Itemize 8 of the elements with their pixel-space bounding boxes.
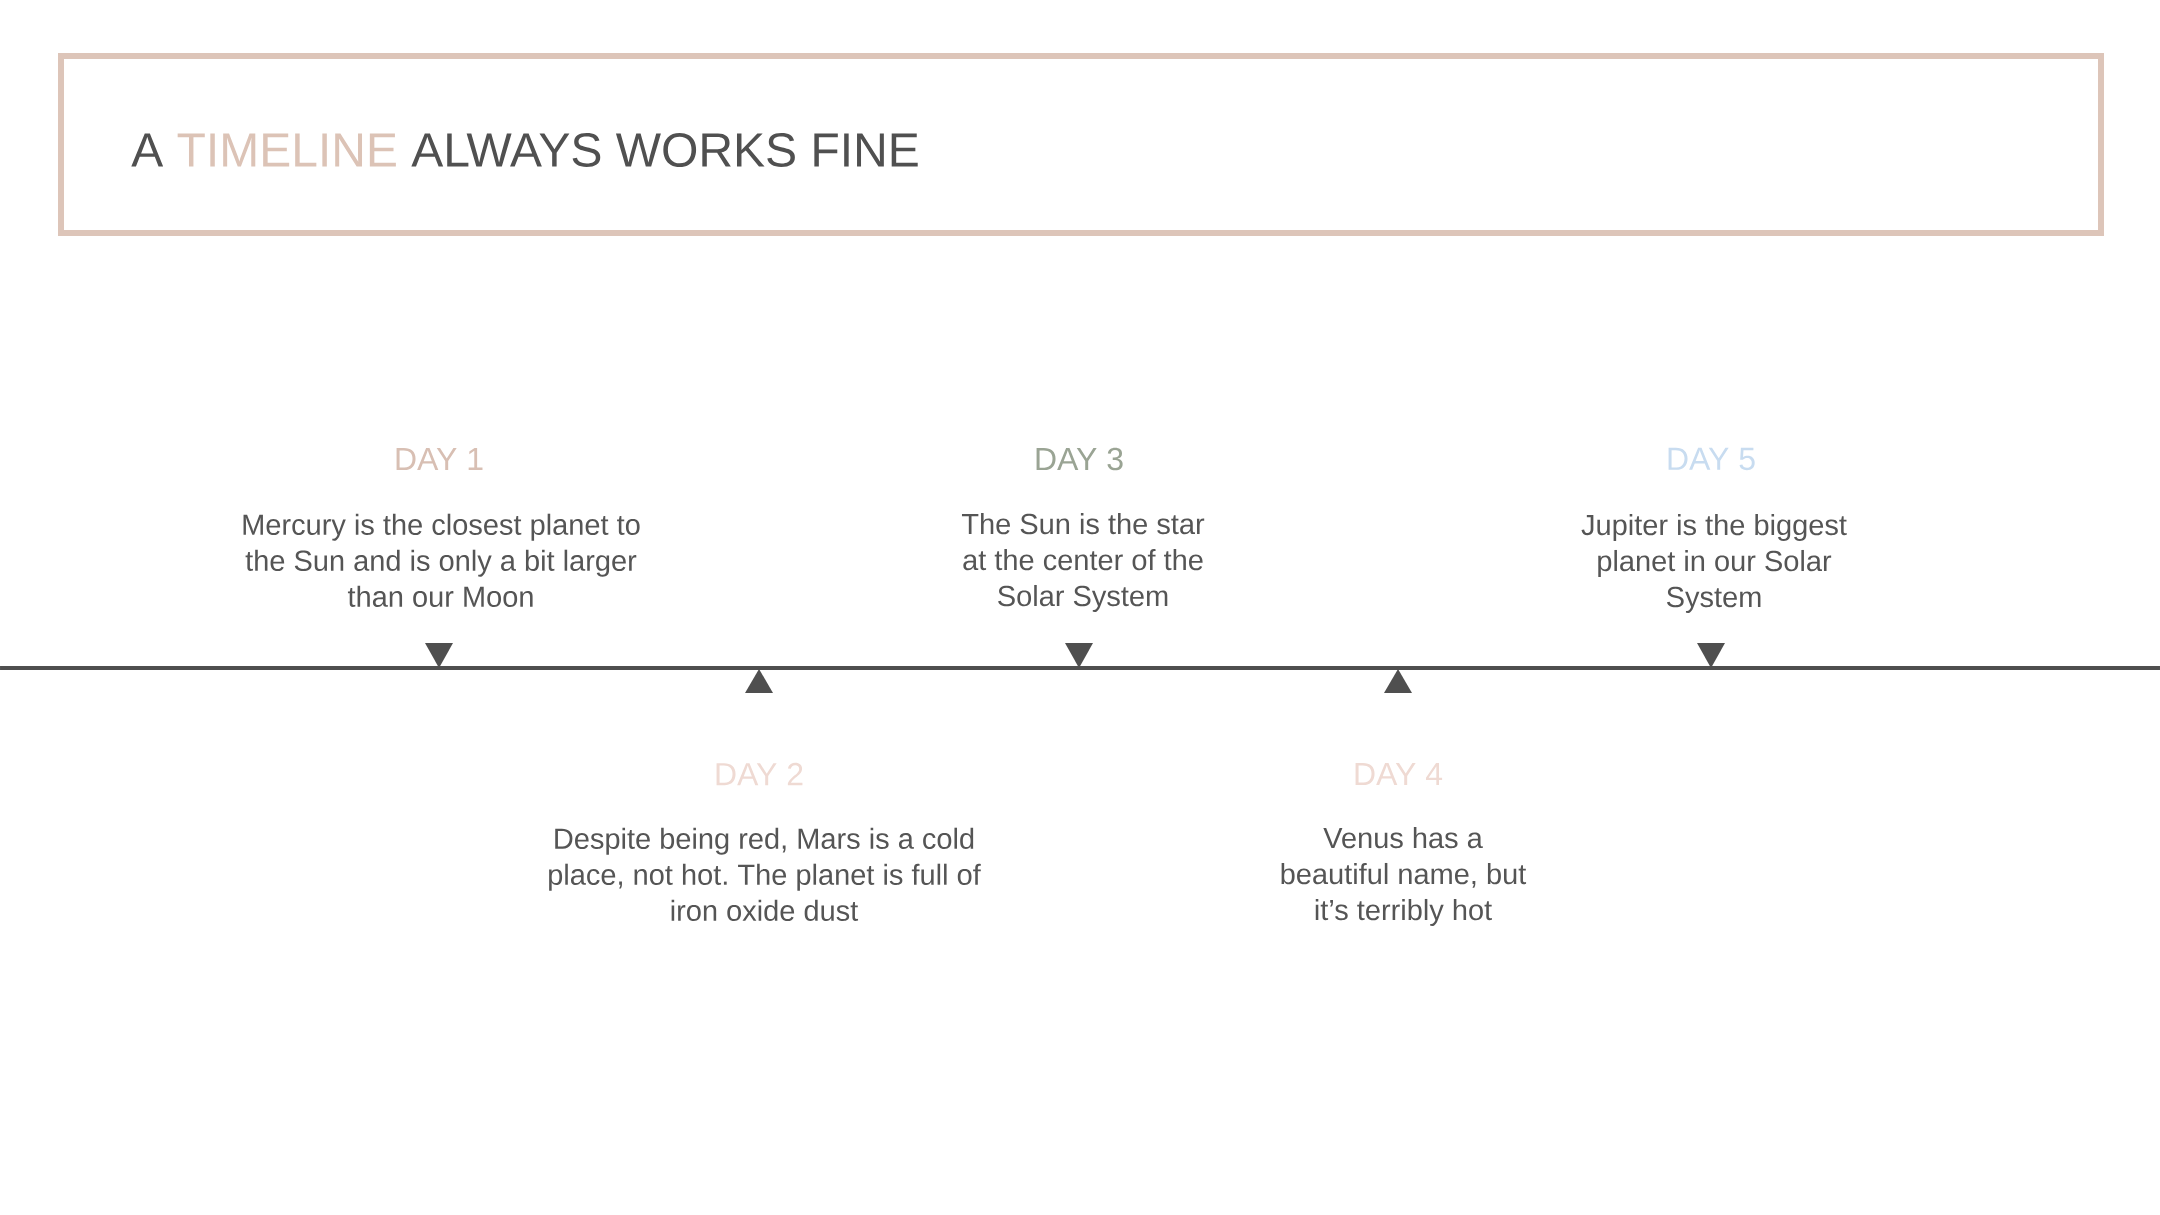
day-heading: DAY 1 [396,448,483,470]
event-description: Venus has a beautiful name, but it’s terribly hot [1281,826,1527,926]
event-description: Mercury is the closest planet to the Sun and is only a bit larger than our Moon [243,513,640,607]
title-banner: A TIMELINE ALWAYS WORKS FINE [58,53,2104,236]
event-description: The Sun is the star at the center of the Solar System [961,512,1205,612]
event-description: Jupiter is the biggest planet in our Solar System [1581,513,1847,613]
day-heading: DAY 3 [1036,447,1123,471]
event-description: Despite being red, Mars is a cold place, not hot. The planet is full of iron oxide dust [549,827,981,921]
